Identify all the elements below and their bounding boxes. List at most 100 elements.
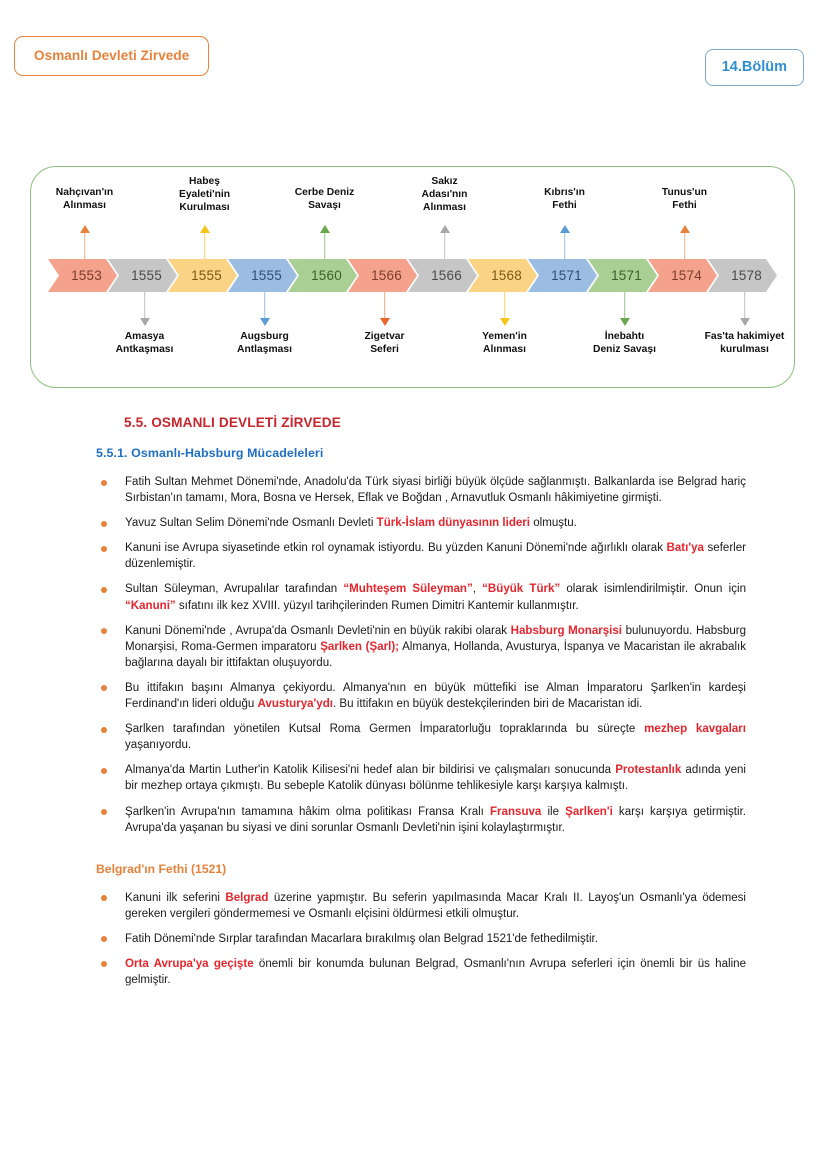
body-text: Şarlken'in Avrupa'nın tamamına hâkim olm…	[125, 805, 490, 818]
timeline-up-arrow-icon	[199, 225, 210, 259]
body-text: Sultan Süleyman, Avrupalılar tarafından	[125, 583, 344, 596]
timeline-event-label-bottom: İnebahtı Deniz Savaşı	[593, 331, 656, 356]
bullet-item: Almanya'da Martin Luther'in Katolik Kili…	[96, 762, 746, 794]
section-subtitle: 5.5.1. Osmanlı-Habsburg Mücadeleleri	[96, 446, 324, 460]
body-text: sıfatını ilk kez XVIII. yüzyıl tarihçile…	[175, 599, 579, 612]
highlighted-term: Şarlken (Şarl);	[320, 640, 400, 653]
chapter-number-badge: 14.Bölüm	[704, 49, 804, 86]
timeline-chevron-strip: 1553 1555 1555 1555 1560 1566 1566 1568 1571 1571…	[48, 259, 768, 292]
highlighted-term: Batı'ya	[666, 542, 704, 555]
section-heading-belgrad: Belgrad'ın Fethi (1521)	[96, 861, 227, 876]
page-header: Osmanlı Devleti Zirvede 14.Bölüm	[0, 0, 828, 110]
bullet-list-secondary: Kanuni ilk seferini Belgrad üzerine yapm…	[0, 890, 828, 988]
bullet-item: Şarlken'in Avrupa'nın tamamına hâkim olm…	[96, 804, 746, 836]
bullet-item: Kanuni Dönemi'nde , Avrupa'da Osmanlı De…	[96, 623, 746, 671]
bullet-item: Yavuz Sultan Selim Dönemi'nde Osmanlı De…	[96, 515, 746, 531]
timeline-event-label-bottom: Fas'ta hakimiyet kurulması	[704, 331, 785, 356]
timeline-up-arrow-icon	[679, 225, 690, 259]
body-text: . Bu ittifakın en büyük destekçilerinden…	[333, 698, 643, 711]
timeline-up-arrow-icon	[319, 225, 330, 259]
highlighted-term: “Kanuni”	[125, 599, 176, 612]
bullet-item: Sultan Süleyman, Avrupalılar tarafından …	[96, 581, 746, 613]
body-text: olarak isimlendirilmiştir. Onun için	[560, 583, 746, 596]
body-text: Kanuni ise Avrupa siyasetinde etkin rol …	[125, 542, 667, 555]
highlighted-term: Habsburg Monarşisi	[510, 624, 623, 637]
timeline-chevron-year: 1555	[251, 268, 282, 283]
timeline-chevron: 1568	[468, 259, 537, 292]
timeline-chevron-year: 1578	[731, 268, 762, 283]
body-text: Almanya, Hollanda, Avusturya, İspanya ve…	[125, 640, 747, 669]
body-text: Yavuz Sultan Selim Dönemi'nde Osmanlı De…	[125, 517, 377, 530]
timeline-chevron-year: 1553	[71, 268, 102, 283]
timeline-event-label-bottom: Zigetvar Seferi	[364, 331, 405, 356]
body-text: Fatih Sultan Mehmet Dönemi'nde, Anadolu'…	[125, 476, 746, 505]
timeline-event-label-top: Sakız Adası'nın Alınması	[421, 176, 468, 214]
body-text: seferler düzenlemiştir.	[125, 542, 746, 571]
highlighted-term: Protestanlık	[615, 764, 682, 777]
body-text: Fatih Dönemi'nde Sırplar tarafından Maca…	[125, 932, 598, 945]
body-text: yaşanıyordu.	[125, 739, 192, 752]
timeline-chevron: 1574	[648, 259, 717, 292]
highlighted-term: Türk-İslam dünyasının lideri	[376, 517, 531, 530]
timeline-chevron: 1560	[288, 259, 357, 292]
timeline-chevron: 1555	[228, 259, 297, 292]
body-text: önemli bir konumda bulunan Belgrad, Osma…	[125, 957, 746, 987]
timeline-chevron: 1555	[108, 259, 177, 292]
timeline-chevron-year: 1571	[611, 268, 642, 283]
timeline-up-arrow-icon	[559, 225, 570, 259]
timeline-chevron: 1566	[408, 259, 477, 292]
bullet-item: Orta Avrupa'ya geçişte önemli bir konumd…	[96, 956, 746, 988]
timeline-chevron: 1555	[168, 259, 237, 292]
timeline-inner: 1553 1555 1555 1555 1560 1566 1566 1568 1571 1571…	[31, 167, 794, 387]
body-text: olmuştu.	[530, 517, 577, 530]
body-text: karşı karşıya getirmiştir. Avrupa'da yaş…	[125, 805, 746, 834]
highlighted-term: Fransuva	[490, 805, 542, 818]
highlighted-term: Belgrad	[225, 891, 269, 904]
body-text: Kanuni ilk seferini	[125, 891, 226, 904]
body-text: Kanuni Dönemi'nde , Avrupa'da Osmanlı De…	[125, 624, 511, 637]
timeline-event-label-bottom: Amasya Antkaşması	[115, 331, 174, 356]
body-text: ile	[541, 805, 566, 818]
timeline-chevron: 1571	[528, 259, 597, 292]
bullet-item: Fatih Sultan Mehmet Dönemi'nde, Anadolu'…	[96, 474, 746, 506]
document-content: 5.5. OSMANLI DEVLETİ ZİRVEDE 5.5.1. Osma…	[0, 415, 828, 997]
timeline-chevron-year: 1574	[671, 268, 702, 283]
body-text: üzerine yapmıştır. Bu seferin yapılmasın…	[125, 891, 746, 920]
timeline-chevron-year: 1568	[491, 268, 522, 283]
timeline-down-arrow-icon	[619, 292, 630, 326]
highlighted-term: Avusturya'ydı	[257, 698, 333, 711]
timeline-down-arrow-icon	[499, 292, 510, 326]
bullet-item: Kanuni ilk seferini Belgrad üzerine yapm…	[96, 890, 746, 922]
timeline-down-arrow-icon	[139, 292, 150, 326]
timeline-chevron: 1578	[708, 259, 777, 292]
body-text: ,	[472, 583, 483, 596]
highlighted-term: “Büyük Türk”	[482, 583, 561, 596]
bullet-item: Şarlken tarafından yönetilen Kutsal Roma…	[96, 721, 746, 753]
timeline-up-arrow-icon	[439, 225, 450, 259]
timeline-chevron-year: 1566	[371, 268, 402, 283]
bullet-item: Bu ittifakın başını Almanya çekiyordu. A…	[96, 680, 746, 712]
highlighted-term: mezhep kavgaları	[644, 723, 746, 736]
timeline-panel: 1553 1555 1555 1555 1560 1566 1566 1568 1571 1571…	[30, 166, 795, 388]
body-text: Şarlken tarafından yönetilen Kutsal Roma…	[125, 723, 645, 736]
chapter-tag: Osmanlı Devleti Zirvede	[14, 36, 210, 76]
highlighted-term: “Muhteşem Süleyman”	[343, 583, 473, 596]
timeline-event-label-bottom: Yemen'in Alınması	[482, 331, 527, 356]
timeline-event-label-top: Tunus'un Fethi	[661, 187, 708, 212]
timeline-down-arrow-icon	[259, 292, 270, 326]
timeline-up-arrow-icon	[79, 225, 90, 259]
body-text: adında yeni bir mezhep ortaya çıkmıştı. …	[125, 764, 746, 793]
page-title: 5.5. OSMANLI DEVLETİ ZİRVEDE	[124, 415, 341, 430]
timeline-chevron-year: 1555	[131, 268, 162, 283]
timeline-chevron: 1553	[48, 259, 117, 292]
timeline-event-label-top: Kıbrıs'ın Fethi	[544, 187, 585, 212]
timeline-chevron-year: 1566	[431, 268, 462, 283]
timeline-event-label-bottom: Augsburg Antlaşması	[237, 331, 292, 356]
timeline-down-arrow-icon	[379, 292, 390, 326]
highlighted-term: Orta Avrupa'ya geçişte	[125, 957, 254, 970]
timeline-event-label-top: Nahçıvan'ın Alınması	[55, 187, 114, 212]
bullet-item: Fatih Dönemi'nde Sırplar tarafından Maca…	[96, 931, 746, 947]
bullet-item: Kanuni ise Avrupa siyasetinde etkin rol …	[96, 540, 746, 572]
highlighted-term: Şarlken'i	[565, 805, 613, 818]
timeline-chevron: 1566	[348, 259, 417, 292]
